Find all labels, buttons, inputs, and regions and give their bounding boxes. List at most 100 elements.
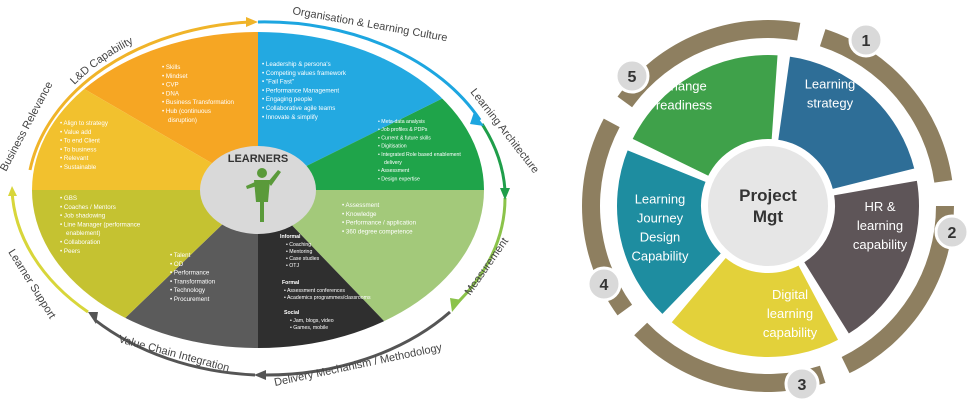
segment-label-3: learning bbox=[767, 306, 813, 321]
delivery-social-title: Social bbox=[284, 310, 300, 316]
number-badge-5 bbox=[614, 58, 650, 94]
ld-capability-item: disruption) bbox=[168, 117, 197, 124]
bullets-ld-capability: • Skills • Mindset • CVP• DNA • Business Tr… bbox=[162, 64, 235, 124]
learning-architecture-item: • Assessment bbox=[378, 168, 410, 174]
segment-label-1: Learning bbox=[805, 77, 856, 92]
learner-support-item: • Job shadowing bbox=[60, 213, 106, 220]
outer-ring-arc bbox=[582, 118, 633, 316]
business-relevance-item: • Value add bbox=[60, 129, 92, 136]
wheel-segment-2 bbox=[801, 178, 921, 337]
delivery-formal-item: • Assessment conferences bbox=[284, 288, 345, 294]
segment-labels: Learning strategy HR & learning capabilityDi… bbox=[631, 77, 907, 341]
org-culture-item: • "Fail Fast" bbox=[262, 79, 294, 86]
number-badge-text: 2 bbox=[948, 225, 957, 242]
segment-label-4: Capability bbox=[631, 249, 689, 264]
number-badge-2 bbox=[934, 214, 970, 250]
bullets-delivery: Informal • Coaching• Mentoring• Case stud… bbox=[280, 234, 371, 331]
outer-ring-arc bbox=[617, 20, 801, 108]
segment-label-5: readiness bbox=[656, 98, 713, 113]
learner-figure-icon bbox=[246, 168, 281, 222]
wheel-segment-1 bbox=[776, 54, 917, 192]
learning-architecture-item: • Digitisation bbox=[378, 144, 407, 150]
ring-label-learner-support: Learner Support bbox=[5, 247, 57, 321]
bullets-business-relevance: • Align to strategy • Value add • To end C… bbox=[60, 120, 109, 171]
bullets-org-culture: • Leadership & persona's • Competing valu… bbox=[262, 61, 347, 121]
org-culture-item: • Leadership & persona's bbox=[262, 61, 331, 68]
delivery-social-item: • Games, mobile bbox=[290, 325, 328, 331]
number-badge-3 bbox=[784, 366, 820, 402]
segment-label-4: Design bbox=[640, 230, 680, 245]
learner-support-item: • Peers bbox=[60, 248, 80, 255]
learning-architecture-item: • Job profiles & PDPs bbox=[378, 127, 428, 133]
delivery-formal-item: • Academics programmes/classrooms bbox=[284, 295, 371, 301]
wheel-segment-4 bbox=[615, 147, 724, 317]
number-badge-1 bbox=[848, 22, 884, 58]
number-badge-text: 1 bbox=[862, 33, 871, 50]
business-relevance-item: • To business bbox=[60, 146, 96, 153]
learning-architecture-item: • Design expertise bbox=[378, 176, 420, 182]
outer-ring-arc bbox=[634, 322, 826, 392]
delivery-informal-item: • Case studies bbox=[286, 256, 320, 262]
delivery-informal-item: • Mentoring bbox=[286, 249, 312, 255]
value-chain-item: • Procurement bbox=[170, 296, 210, 303]
learner-support-item: • GBS bbox=[60, 195, 77, 202]
value-chain-item: • Talent bbox=[170, 252, 191, 259]
delivery-informal-title: Informal bbox=[280, 234, 301, 240]
ld-capability-item: • DNA bbox=[162, 90, 180, 97]
wheel-segments bbox=[615, 53, 921, 359]
learning-architecture-item: • Integrated Role based enablement bbox=[378, 152, 461, 158]
number-badge-4 bbox=[586, 266, 622, 302]
wheel-segment-5 bbox=[630, 53, 780, 179]
segment-label-5: Change bbox=[661, 79, 707, 94]
ld-capability-item: • Mindset bbox=[162, 73, 188, 80]
segment-label-1: strategy bbox=[807, 96, 854, 111]
delivery-formal-title: Formal bbox=[282, 280, 300, 286]
learner-support-item: • Line Manager (performance bbox=[60, 221, 141, 228]
learner-support-item: • Coaches / Mentors bbox=[60, 204, 116, 211]
center-title-line1: Project bbox=[739, 186, 797, 205]
business-relevance-item: • Relevant bbox=[60, 155, 89, 162]
segment-label-4: Learning bbox=[635, 192, 686, 207]
bullets-value-chain: • Talent• OD• Performance• Transformatio… bbox=[170, 252, 216, 303]
bullets-learner-support: • GBS• Coaches / Mentors• Job shadowing•… bbox=[60, 195, 141, 255]
segment-label-4: Journey bbox=[637, 211, 684, 226]
ld-capability-item: • Skills bbox=[162, 64, 180, 71]
segment-label-2: HR & bbox=[864, 199, 895, 214]
bullets-measurement: • Assessment• Knowledge• Performance / a… bbox=[342, 202, 417, 235]
segment-label-2: capability bbox=[853, 237, 908, 252]
project-mgt-wheel: Project Mgt Learning strategy HR & learning… bbox=[582, 20, 970, 402]
outer-arrow-ring bbox=[8, 17, 510, 380]
segment-label-3: Digital bbox=[772, 287, 808, 302]
delivery-social-item: • Jam, blogs, video bbox=[290, 318, 334, 324]
learning-architecture-item: • Meta-data analysis bbox=[378, 119, 425, 125]
measurement-item: • 360 degree competence bbox=[342, 228, 413, 235]
ring-label-delivery: Delivery Mechanism / Methodology bbox=[273, 342, 443, 389]
org-culture-item: • Performance Management bbox=[262, 87, 339, 94]
learner-support-item: enablement) bbox=[66, 230, 100, 237]
segment-label-2: learning bbox=[857, 218, 903, 233]
learners-label: LEARNERS bbox=[228, 153, 289, 165]
delivery-informal-item: • Coaching bbox=[286, 242, 311, 248]
org-culture-item: • Competing values framework bbox=[262, 70, 347, 77]
bullets-learning-architecture: • Meta-data analysis • Job profiles & PDP… bbox=[378, 119, 461, 182]
number-badge-text: 3 bbox=[798, 377, 807, 394]
number-badge-text: 4 bbox=[600, 277, 609, 294]
measurement-item: • Knowledge bbox=[342, 211, 377, 218]
number-badge-text: 5 bbox=[628, 69, 637, 86]
measurement-item: • Assessment bbox=[342, 202, 380, 209]
ld-capability-item: • Business Transformation bbox=[162, 99, 235, 106]
value-chain-item: • OD bbox=[170, 261, 184, 268]
business-relevance-item: • To end Client bbox=[60, 138, 100, 145]
learning-ecosystem-diagram: L&D Capability Organisation & Learning C… bbox=[0, 5, 541, 389]
ld-capability-item: • Hub (continuous bbox=[162, 108, 211, 115]
delivery-informal-item: • OTJ bbox=[286, 263, 299, 269]
business-relevance-item: • Align to strategy bbox=[60, 120, 109, 127]
value-chain-item: • Technology bbox=[170, 287, 206, 294]
ring-label-measurement: Measurement bbox=[463, 236, 511, 298]
ld-capability-item: • CVP bbox=[162, 82, 179, 89]
center-title-line2: Mgt bbox=[753, 207, 784, 226]
org-culture-item: • Collaborative agile teams bbox=[262, 105, 335, 112]
outer-ring-arc bbox=[819, 29, 953, 183]
learning-architecture-item: • Current & future skills bbox=[378, 135, 431, 141]
learner-support-item: • Collaboration bbox=[60, 239, 101, 246]
